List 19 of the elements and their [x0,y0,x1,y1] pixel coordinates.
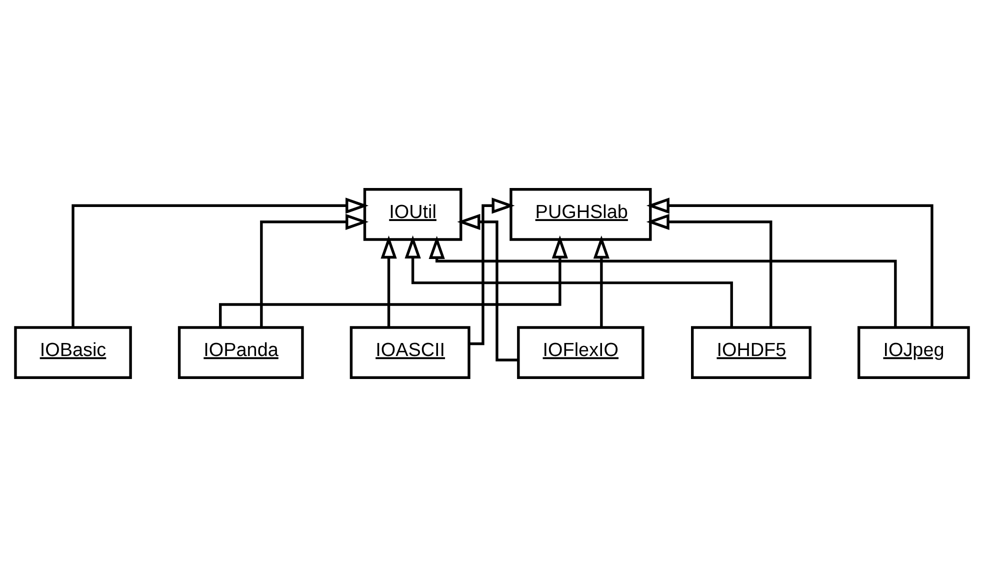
node-box: IOASCII [350,326,470,378]
node-box: PUGHSlab [510,188,652,240]
arrow [593,235,610,327]
arrow [646,213,772,327]
node-box: IOHDF5 [691,326,812,378]
node-box: IOFlexIO [517,326,644,378]
node-box: IOUtil [363,188,462,240]
arrow [219,234,568,327]
arrow [428,235,897,327]
arrow [72,197,369,326]
arrow [404,234,733,327]
arrow [260,213,369,327]
node-box: IOPanda [178,326,304,378]
node-box: IOBasic [14,326,132,378]
arrow [380,235,397,327]
arrow [457,213,518,361]
arrow [470,197,515,345]
node-box: IOJpeg [858,326,970,378]
arrow [646,197,934,326]
